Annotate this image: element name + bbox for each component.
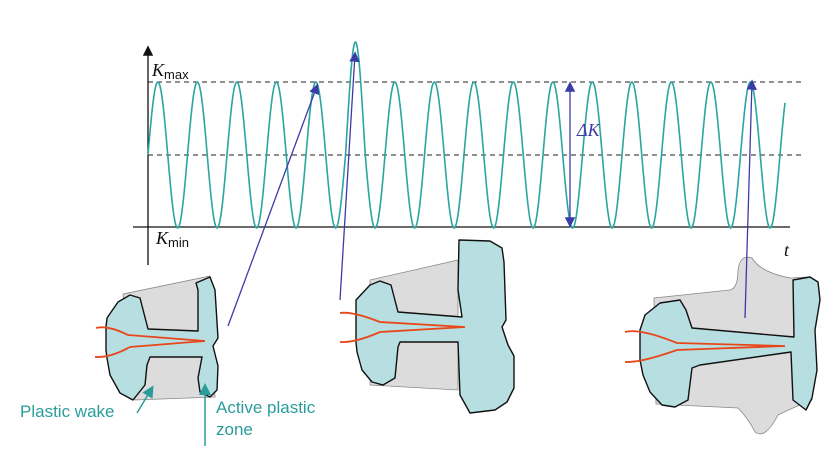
plastic-wake-label: Plastic wake (20, 402, 115, 421)
crack-at-overload (339, 239, 515, 414)
kmin-label: Kmin (156, 228, 189, 250)
pointer-arrow-2 (339, 51, 360, 301)
plastic-wake-arrow (136, 385, 154, 414)
crack-before-overload (94, 275, 219, 401)
crack-after-overload (624, 256, 821, 435)
delta-k-label: ΔK (577, 120, 600, 140)
pointer-arrow-3 (744, 79, 757, 319)
time-axis-label: t (784, 240, 790, 260)
active-plastic-zone-label: Active plastic (216, 398, 316, 417)
load-cycle-wave (147, 41, 786, 229)
pointer-arrow-1 (227, 83, 320, 327)
kmax-label: Kmax (152, 60, 189, 82)
active-plastic-zone-label-2: zone (216, 420, 253, 439)
